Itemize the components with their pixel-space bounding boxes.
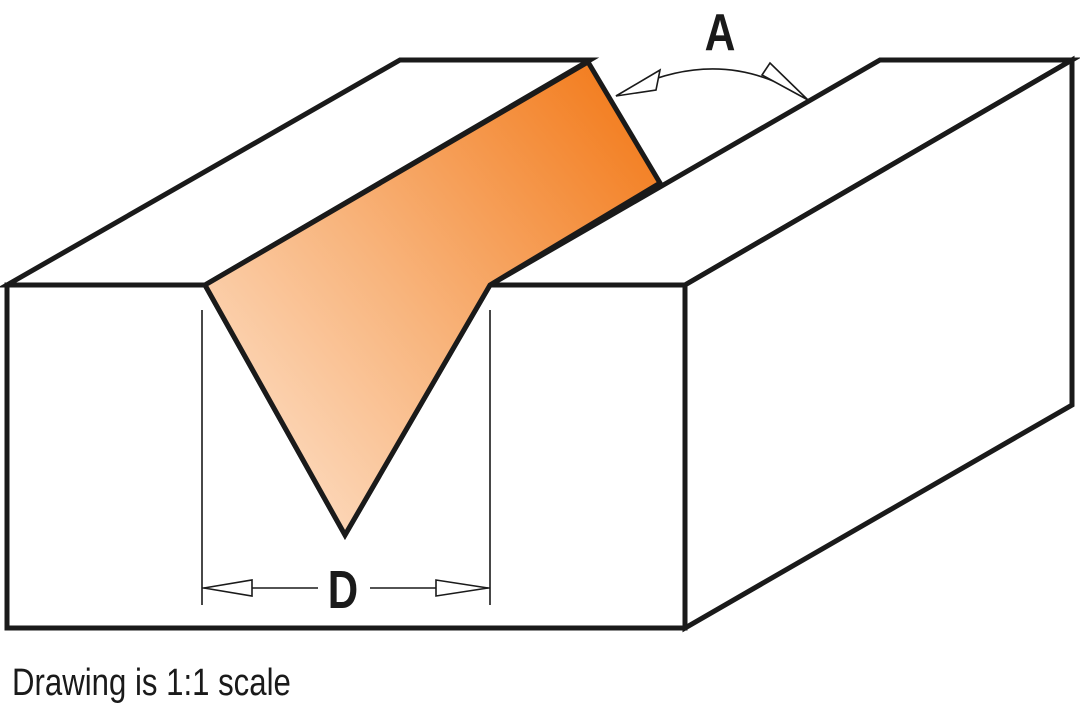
v-bit-cutter <box>201 58 664 541</box>
scale-caption: Drawing is 1:1 scale <box>12 662 291 704</box>
angle-label: A <box>705 4 736 62</box>
workpiece-block <box>0 55 1080 633</box>
angle-arrow-right <box>760 61 809 101</box>
angle-dimension: A <box>615 4 809 101</box>
width-label: D <box>328 560 358 620</box>
width-dimension: D <box>201 310 491 620</box>
angle-arrow-left <box>615 68 662 97</box>
width-arrow-left <box>203 579 253 597</box>
width-arrow-right <box>435 579 489 597</box>
